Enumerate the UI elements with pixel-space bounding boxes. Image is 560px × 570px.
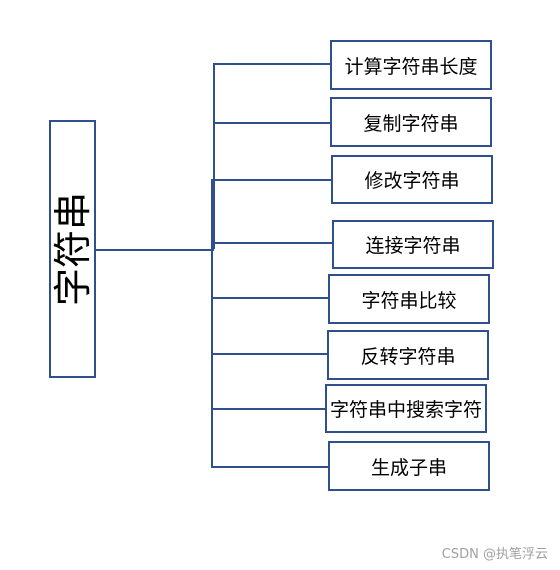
- branch-line-3: [211, 179, 332, 181]
- child-node-substring: 生成子串: [328, 441, 490, 491]
- child-node-search: 字符串中搜索字符: [325, 384, 487, 433]
- branch-line-4: [211, 242, 333, 244]
- branch-line-2: [213, 122, 331, 124]
- child-node-strcpy: 复制字符串: [330, 97, 492, 147]
- child-node-strcmp: 字符串比较: [328, 274, 490, 324]
- trunk-line-upper: [213, 63, 215, 249]
- root-node-label: 字符串: [50, 191, 95, 307]
- root-connector-line: [96, 249, 214, 251]
- branch-line-8: [211, 466, 329, 468]
- trunk-line-lower: [211, 179, 213, 467]
- branch-line-5: [211, 297, 329, 299]
- child-node-modify: 修改字符串: [331, 155, 493, 204]
- child-node-strlen: 计算字符串长度: [330, 40, 492, 90]
- root-node: 字符串: [49, 120, 96, 378]
- branch-line-1: [213, 63, 331, 65]
- branch-line-7: [211, 408, 326, 410]
- child-node-reverse: 反转字符串: [327, 330, 489, 380]
- branch-line-6: [211, 353, 328, 355]
- watermark: CSDN @执笔浮云: [441, 547, 548, 562]
- child-node-strcat: 连接字符串: [332, 220, 494, 269]
